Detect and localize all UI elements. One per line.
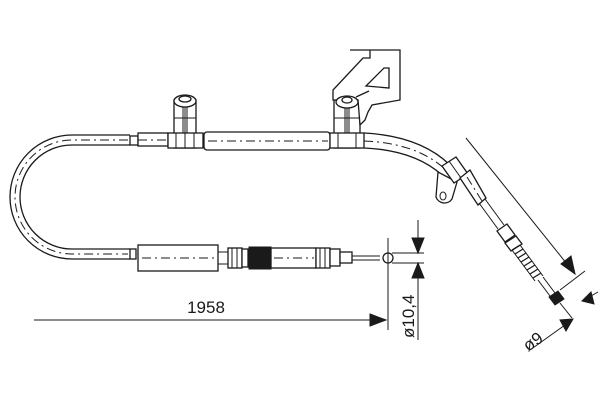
spring [511, 244, 544, 282]
length-label: 1958 [187, 298, 225, 317]
upper-cable-section [137, 94, 365, 151]
cable-loop [9, 134, 139, 260]
eyelet-mount [435, 156, 469, 204]
diameter-left-dimension: ø10,4 [392, 220, 425, 340]
left-mount-clip [167, 94, 204, 149]
mounting-bracket [332, 49, 401, 127]
diameter-right-dimension: ø9 [465, 137, 599, 355]
lower-cable-section [137, 238, 394, 330]
length-dimension: 1958 [34, 298, 388, 327]
diameter-right-label: ø9 [519, 328, 546, 355]
right-curved-cable [363, 132, 573, 319]
diameter-left-label: ø10,4 [399, 295, 418, 338]
